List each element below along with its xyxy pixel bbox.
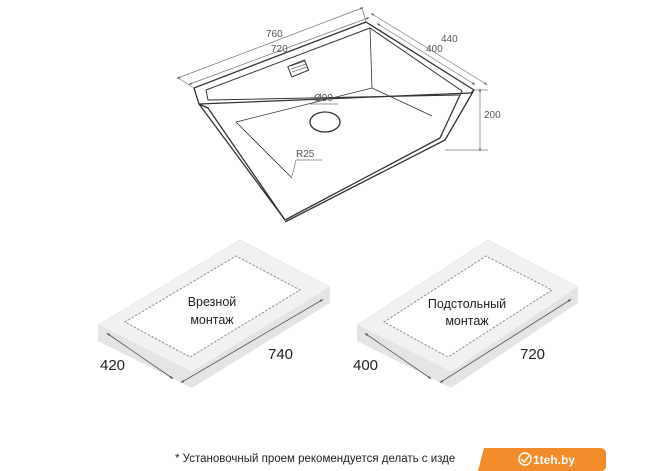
inset-cutout-outline bbox=[123, 255, 302, 358]
undermount-dim-long: 720 bbox=[520, 346, 545, 363]
undermount-dim-short: 400 bbox=[353, 357, 378, 374]
inset-dim-long: 740 bbox=[268, 346, 293, 363]
inset-dim-short-line bbox=[106, 332, 174, 380]
sink-bowl-side-wall bbox=[198, 103, 286, 221]
inset-dim-short: 420 bbox=[100, 357, 125, 374]
overflow-slot bbox=[287, 59, 310, 78]
drain-hole bbox=[309, 111, 341, 133]
inset-label-line2: монтаж bbox=[190, 313, 234, 327]
dim-inner-width: 720 bbox=[271, 44, 288, 55]
watermark-text: 1teh.by bbox=[533, 453, 575, 467]
sink-dimensions bbox=[176, 7, 488, 177]
sink-bowl-bottom-inner bbox=[235, 87, 433, 123]
undermount-dim-long-line bbox=[439, 298, 572, 384]
undermount-label-line1: Подстольный bbox=[428, 297, 506, 311]
dim-outer-width: 760 bbox=[266, 29, 283, 40]
corner-radius-label: R25 bbox=[296, 149, 315, 160]
watermark-icon bbox=[518, 452, 532, 466]
undermount-dim-short-line bbox=[364, 332, 432, 380]
undermount-cutout-drawing bbox=[356, 239, 579, 388]
watermark-background bbox=[478, 448, 606, 471]
inset-label-line1: Врезной bbox=[188, 295, 237, 309]
watermark-icon-mark bbox=[520, 455, 530, 464]
inset-dim-long-line bbox=[180, 298, 324, 384]
sink-bowl-corner-line bbox=[235, 121, 293, 179]
dim-inner-depth: 400 bbox=[426, 44, 443, 55]
sink-outer-rim bbox=[193, 21, 475, 105]
dim-height: 200 bbox=[484, 110, 501, 121]
undermount-label-line2: монтаж bbox=[445, 314, 489, 328]
sink-bowl-back-edge bbox=[369, 27, 373, 89]
sink-bowl-right-edge bbox=[284, 89, 475, 223]
watermark-badge: 1teh.by bbox=[478, 448, 606, 471]
footnote-text: * Установочный проем рекомендуется делат… bbox=[175, 453, 455, 465]
undermount-cutout-outline bbox=[383, 255, 553, 358]
drain-diameter-label: Ø90 bbox=[314, 93, 333, 104]
dim-outer-depth: 440 bbox=[441, 34, 458, 45]
inset-cutout-drawing bbox=[97, 239, 331, 388]
